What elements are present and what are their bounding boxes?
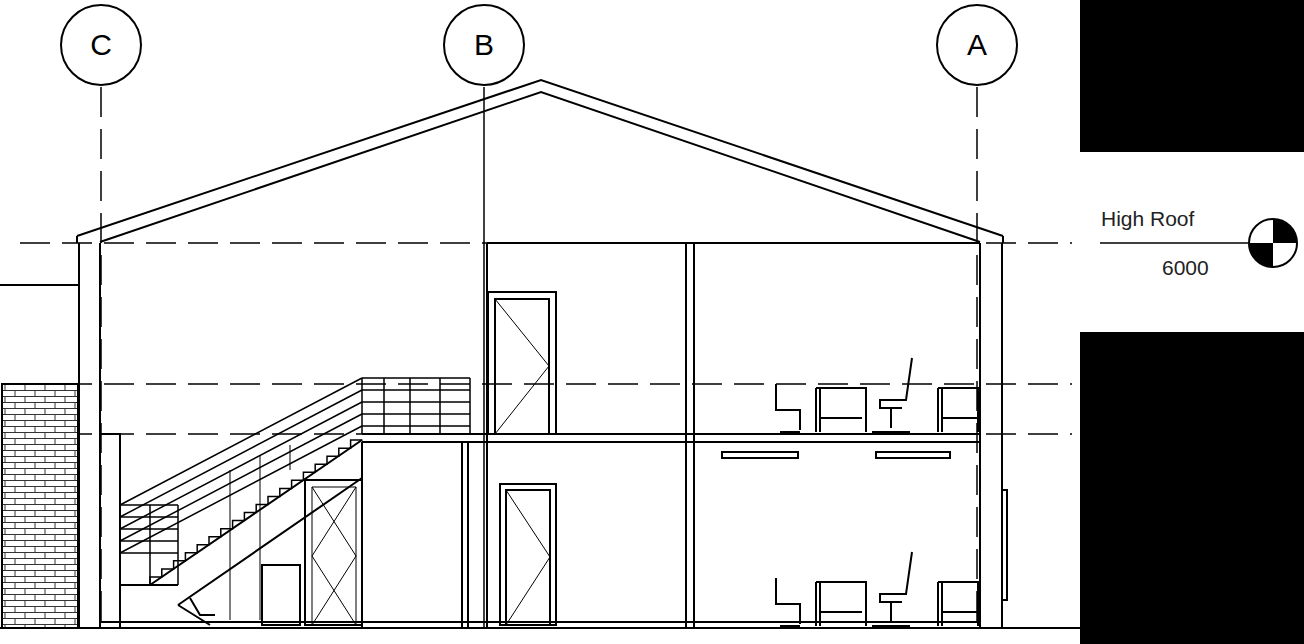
masked-area <box>1080 332 1304 644</box>
interior-wall <box>487 243 694 628</box>
exterior-wall <box>79 243 1002 628</box>
light-fixture <box>722 452 798 458</box>
chair <box>776 384 800 432</box>
eave <box>77 236 1003 243</box>
level-marker-line <box>1100 242 1248 244</box>
chair <box>776 578 800 626</box>
door-frame <box>488 292 556 434</box>
cabinet <box>262 565 300 625</box>
door <box>500 484 556 625</box>
desk <box>816 582 866 626</box>
masked-area <box>1080 0 1304 152</box>
landing <box>120 584 178 586</box>
grid-lines <box>20 87 1072 628</box>
interior-wall <box>362 442 468 628</box>
level-line <box>20 383 1072 385</box>
door-swing <box>506 490 550 625</box>
ceiling <box>487 242 980 244</box>
wall-bump <box>1002 490 1007 600</box>
landing-rail <box>120 505 178 585</box>
grid-label: C <box>90 30 112 60</box>
stair <box>120 378 470 625</box>
grid-bubble: B <box>443 4 525 86</box>
handrail <box>120 378 362 553</box>
roof-inner <box>100 92 980 242</box>
grid-bubble: C <box>60 4 142 86</box>
level-name: High Roof <box>1099 207 1196 230</box>
furniture <box>776 358 978 626</box>
wall-line <box>0 284 79 286</box>
door-leaf <box>506 490 550 625</box>
door-frame <box>305 480 362 625</box>
brick-wall <box>2 384 78 628</box>
desk <box>938 582 978 626</box>
level-line <box>20 242 1072 244</box>
baluster <box>230 445 290 620</box>
door-frame <box>500 484 556 625</box>
roof-outer <box>77 80 1003 236</box>
stair-treads <box>150 440 362 585</box>
desk <box>938 388 978 432</box>
grid-label: B <box>474 30 494 60</box>
desk <box>816 388 866 432</box>
level-elevation: 6000 <box>1160 256 1211 279</box>
wall-line <box>100 434 120 628</box>
office-chair <box>872 552 912 626</box>
grid-line <box>483 87 485 628</box>
office-chair <box>872 358 912 432</box>
grid-bubble: A <box>936 4 1018 86</box>
grid-label: A <box>967 30 987 60</box>
stair-stringer <box>150 440 362 605</box>
stair-support <box>178 598 215 625</box>
door <box>305 480 362 625</box>
level-marker-fill <box>1249 219 1297 267</box>
guardrail <box>362 378 470 434</box>
level-marker <box>1249 219 1297 267</box>
light-fixture <box>876 452 950 458</box>
door-swing <box>495 299 549 434</box>
grid-line <box>976 87 978 628</box>
building-section <box>0 80 1080 628</box>
door <box>488 292 556 434</box>
floor-slab <box>362 434 980 442</box>
door-leaf <box>495 299 549 434</box>
